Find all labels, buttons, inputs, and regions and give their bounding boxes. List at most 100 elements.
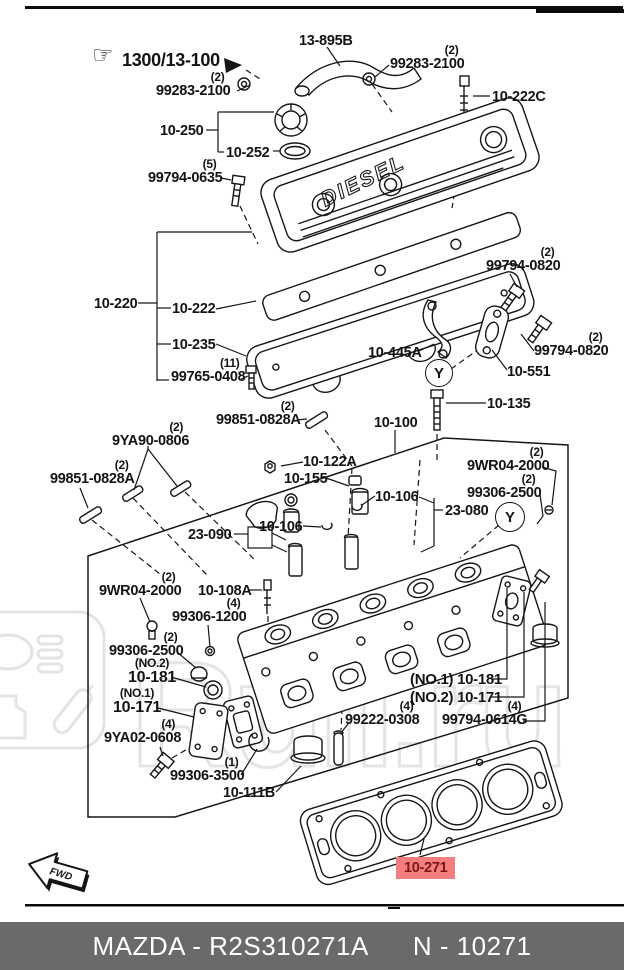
part-number: 99306-2500	[109, 643, 184, 659]
part-label-10-252[interactable]: 10-252	[226, 145, 270, 161]
part-label-10-181[interactable]: (NO.2)10-181	[128, 657, 176, 686]
part-label-13-895b[interactable]: 13-895B	[299, 34, 353, 49]
part-number: 99851-0828A	[50, 471, 135, 487]
part-number: 10-235	[172, 337, 216, 353]
part-number: 10-171	[113, 699, 162, 716]
watermark-logo	[0, 610, 106, 750]
part-art: DIESEL	[78, 60, 569, 886]
part-number: 99283-2100	[390, 56, 465, 72]
part-number: 13-895B	[299, 33, 353, 49]
cylinder-head-art	[237, 544, 549, 734]
part-label-99794-0820[interactable]: (2)99794-0820	[534, 330, 609, 359]
part-label-99794-0820[interactable]: (2)99794-0820	[486, 245, 561, 274]
qty-badge: (2)	[169, 420, 184, 434]
qty-badge: (2)	[529, 445, 544, 459]
part-label-1300-13-100[interactable]: 1300/13-100	[122, 51, 220, 69]
part-label--no-2-10-171[interactable]: (NO.2) 10-171	[410, 690, 502, 705]
part-number: 1300/13-100	[122, 50, 220, 70]
qty-badge: (2)	[161, 570, 176, 584]
part-label-10-551[interactable]: 10-551	[507, 364, 551, 380]
valve-cover-art: DIESEL	[260, 97, 540, 253]
part-number: 99851-0828A	[216, 412, 301, 428]
part-label-10-100[interactable]: 10-100	[374, 415, 418, 431]
footer-bar: MAZDA - R2S310271A N - 10271	[0, 922, 624, 970]
part-label-99765-0408[interactable]: (11)99765-0408	[171, 357, 246, 385]
qty-badge: (2)	[540, 245, 555, 259]
part-label-10-235[interactable]: 10-235	[172, 337, 216, 353]
part-number: 10-135	[487, 396, 531, 412]
qty-badge: (4)	[507, 699, 522, 713]
part-number: 10-222C	[492, 89, 546, 105]
part-number: 99283-2100	[156, 83, 231, 99]
part-label-10-220[interactable]: 10-220	[94, 297, 138, 312]
part-label-10-222[interactable]: 10-222	[172, 301, 216, 317]
part-number: 10-222	[172, 301, 216, 317]
part-label-10-250[interactable]: 10-250	[160, 123, 204, 139]
qty-badge: (NO.1)	[119, 686, 155, 700]
part-number: 10-551	[507, 364, 551, 380]
part-number: 10-155	[284, 471, 328, 487]
part-label-9wr04-2000[interactable]: (2)9WR04-2000	[467, 445, 550, 474]
part-label-9ya02-0608[interactable]: (4)9YA02-0608	[104, 718, 181, 746]
part-label-99851-0828a[interactable]: (2)99851-0828A	[216, 400, 301, 428]
part-label-10-106[interactable]: 10-106	[375, 490, 419, 505]
part-label-23-080[interactable]: 23-080	[445, 503, 489, 519]
qty-badge: (2)	[280, 399, 295, 413]
part-label-99306-2500[interactable]: (2)99306-2500	[109, 630, 184, 659]
qty-badge: (2)	[521, 472, 536, 486]
leader-lines	[79, 46, 557, 856]
qty-badge: (1)	[224, 755, 239, 769]
part-label-99794-0614g[interactable]: (4)99794-0614G	[442, 699, 528, 728]
part-label-23-090[interactable]: 23-090	[188, 527, 232, 543]
part-number: 9WR04-2000	[467, 458, 550, 474]
part-number: 99794-0820	[534, 343, 609, 359]
qty-badge: (2)	[588, 330, 603, 344]
part-label-99306-2500[interactable]: (2)99306-2500	[467, 472, 542, 501]
part-label-99306-1200[interactable]: (4)99306-1200	[172, 596, 247, 625]
part-number: 10-106	[259, 519, 303, 535]
part-label-99306-3500[interactable]: (1)99306-3500	[170, 755, 245, 784]
part-number: 9YA90-0806	[112, 433, 190, 449]
part-number: 10-250	[160, 123, 204, 139]
part-label-10-445a[interactable]: 10-445A	[368, 346, 422, 361]
part-number: 10-100	[374, 415, 418, 431]
part-label-99851-0828a[interactable]: (2)99851-0828A	[50, 459, 135, 487]
part-number: 99306-3500	[170, 768, 245, 784]
part-label-10-106[interactable]: 10-106	[259, 519, 303, 535]
part-label-10-108a[interactable]: 10-108A	[198, 584, 252, 599]
footer-catalog-number: N - 10271	[412, 930, 532, 961]
part-label-10-171[interactable]: (NO.1)10-171	[113, 687, 161, 716]
part-label-10-155[interactable]: 10-155	[284, 471, 328, 487]
part-number: 10-181	[128, 669, 177, 686]
part-number: 9YA02-0608	[104, 730, 182, 746]
part-label-99283-2100[interactable]: (2)99283-2100	[390, 44, 465, 72]
part-number: 99765-0408	[171, 369, 246, 385]
part-label-99222-0308[interactable]: (4)99222-0308	[345, 700, 420, 728]
qty-badge: (2)	[163, 630, 178, 644]
part-number: 10-108A	[198, 583, 252, 599]
part-label-10-111b[interactable]: 10-111B	[223, 786, 275, 801]
part-label-99794-0635[interactable]: (5)99794-0635	[148, 158, 223, 186]
part-label-9ya90-0806[interactable]: (2)9YA90-0806	[112, 421, 189, 449]
part-number: 23-090	[188, 527, 232, 543]
pointing-hand-icon: ☞	[92, 42, 114, 69]
part-label-9wr04-2000[interactable]: (2)9WR04-2000	[99, 570, 182, 599]
qty-badge: (4)	[226, 596, 241, 610]
part-number: 10-445A	[368, 345, 422, 361]
part-label-10-271[interactable]: 10-271	[396, 857, 456, 879]
qty-badge: (2)	[210, 70, 225, 84]
part-label-10-135[interactable]: 10-135	[487, 396, 531, 412]
part-label--no-1-10-181[interactable]: (NO.1) 10-181	[410, 672, 502, 687]
part-number: 9WR04-2000	[99, 583, 182, 599]
part-number: 99794-0614G	[442, 712, 528, 728]
part-label-10-122a[interactable]: 10-122A	[303, 455, 357, 470]
part-number: 10-252	[226, 145, 270, 161]
part-number: 10-122A	[303, 454, 357, 470]
part-label-99283-2100[interactable]: (2)99283-2100	[156, 70, 231, 99]
part-label-10-222c[interactable]: 10-222C	[492, 90, 546, 105]
part-number: 23-080	[445, 503, 489, 519]
qty-badge: (2)	[114, 458, 129, 472]
